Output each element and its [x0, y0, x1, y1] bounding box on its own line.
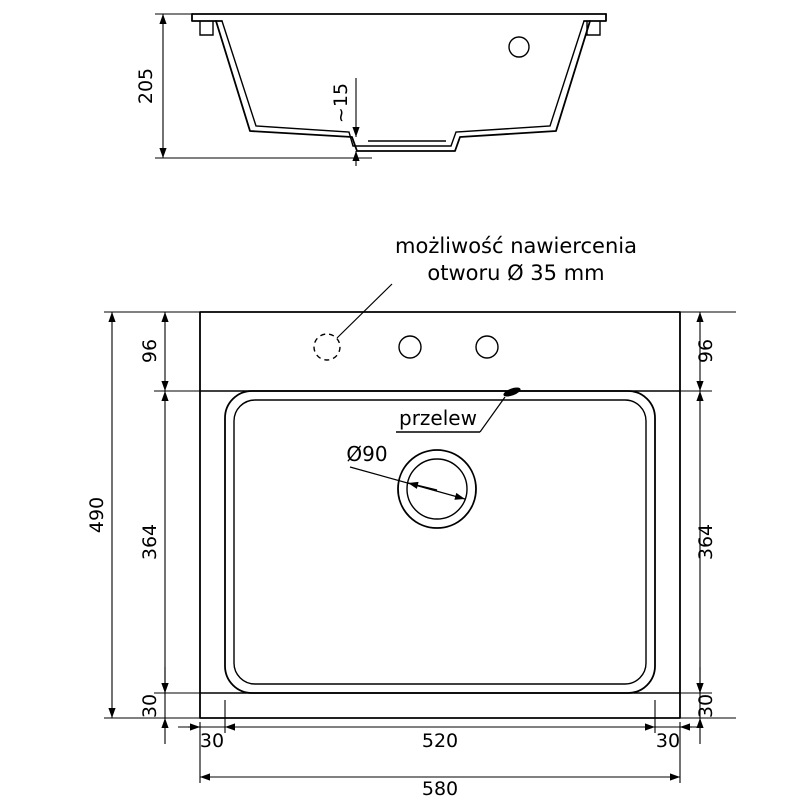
dimensions-right: 96 364 30	[680, 311, 736, 744]
dimension-label-top-left: 96	[139, 339, 161, 363]
section-overflow-hole	[508, 36, 530, 58]
dimension-label-total-height: 490	[86, 497, 108, 533]
section-basin-inner-wall	[221, 20, 585, 147]
drain-inner-circle	[406, 458, 468, 520]
overflow-label: przelew	[399, 406, 477, 430]
dimensions-left: 490 96 364 30	[86, 311, 200, 744]
section-flange-right	[583, 13, 607, 22]
drain-outer-circle	[397, 449, 477, 529]
drain-diameter-line	[349, 466, 466, 500]
dimension-label-recess-depth: ~15	[330, 83, 352, 123]
dimension-label-total-width: 580	[422, 778, 458, 800]
dimension-label-bowl-right: 364	[695, 524, 717, 560]
drain-diameter-arrow-near	[407, 481, 438, 491]
annotation-line-1: możliwość nawiercenia	[395, 234, 637, 258]
annotation-leader-line	[336, 283, 393, 339]
dimension-label-bowl-width: 520	[422, 730, 458, 752]
annotation-line-2: otworu Ø 35 mm	[427, 261, 604, 285]
section-view: 205 ~15	[135, 13, 607, 166]
optional-drill-hole-dashed	[313, 333, 341, 361]
section-flange-left	[191, 13, 223, 22]
dimension-label-top-right: 96	[695, 339, 717, 363]
drain-diameter-label: Ø90	[346, 442, 387, 466]
dimension-label-bottom-right: 30	[695, 694, 717, 718]
dimension-label-bottom-left: 30	[139, 694, 161, 718]
tap-hole-1	[398, 335, 422, 359]
bowl-outer-rim	[224, 390, 656, 694]
dimensions-bottom: 30 520 30 580	[178, 700, 702, 800]
dimension-label-section-height: 205	[135, 68, 157, 104]
dimension-label-bowl-left: 364	[139, 524, 161, 560]
bowl-inner-rim	[233, 399, 647, 685]
dimension-label-margin-right: 30	[656, 730, 680, 752]
sink-outer-edge	[199, 311, 681, 719]
dimension-label-margin-left: 30	[200, 730, 224, 752]
overflow-slot	[503, 387, 521, 397]
overflow-leader-line	[479, 396, 506, 433]
tap-hole-2	[475, 335, 499, 359]
plan-view: możliwość nawiercenia otworu Ø 35 mm Ø90…	[86, 234, 736, 800]
section-basin-outer-wall	[215, 20, 591, 152]
section-mount-tab-left	[199, 21, 214, 36]
